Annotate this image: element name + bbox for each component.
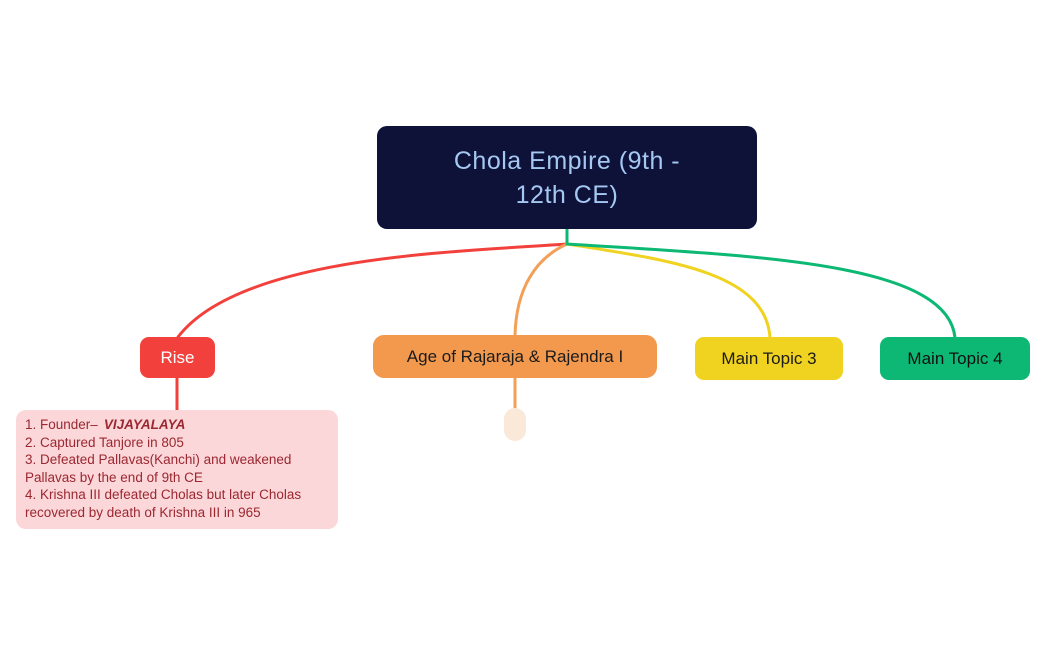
branch-node-rise[interactable]: Rise xyxy=(140,337,215,378)
connector-branch-rise xyxy=(176,242,569,339)
rise-notes-box[interactable]: 1. Founder–VIJAYALAYA 2. Captured Tanjor… xyxy=(16,410,338,529)
note-line-3: 3. Defeated Pallavas(Kanchi) and weakene… xyxy=(25,452,292,485)
root-node-label-line1: Chola Empire (9th - xyxy=(453,146,681,175)
connector-branch-topic3 xyxy=(565,242,772,340)
branch-node-rajaraja[interactable]: Age of Rajaraja & Rajendra I xyxy=(373,335,657,378)
root-node[interactable]: Chola Empire (9th - 12th CE) xyxy=(377,126,757,229)
connector-branch-rajaraja xyxy=(513,242,569,338)
collapsed-node-indicator[interactable] xyxy=(504,408,526,441)
branch-node-main-topic-4[interactable]: Main Topic 4 xyxy=(880,337,1030,380)
branch-node-main-topic-3[interactable]: Main Topic 3 xyxy=(695,337,843,380)
branch-rise-label: Rise xyxy=(160,347,195,367)
note-line-4: 4. Krishna III defeated Cholas but later… xyxy=(25,487,302,520)
note-line-1: 1. Founder–VIJAYALAYA xyxy=(25,417,186,432)
connector-branch-topic4 xyxy=(565,242,957,340)
branch-topic4-label: Main Topic 4 xyxy=(907,348,1003,368)
root-node-label-line2: 12th CE) xyxy=(515,180,619,209)
branch-rajaraja-label: Age of Rajaraja & Rajendra I xyxy=(406,346,624,366)
note-founder-name: VIJAYALAYA xyxy=(103,417,186,432)
note-line-2: 2. Captured Tanjore in 805 xyxy=(25,434,184,450)
branch-topic3-label: Main Topic 3 xyxy=(721,348,817,368)
